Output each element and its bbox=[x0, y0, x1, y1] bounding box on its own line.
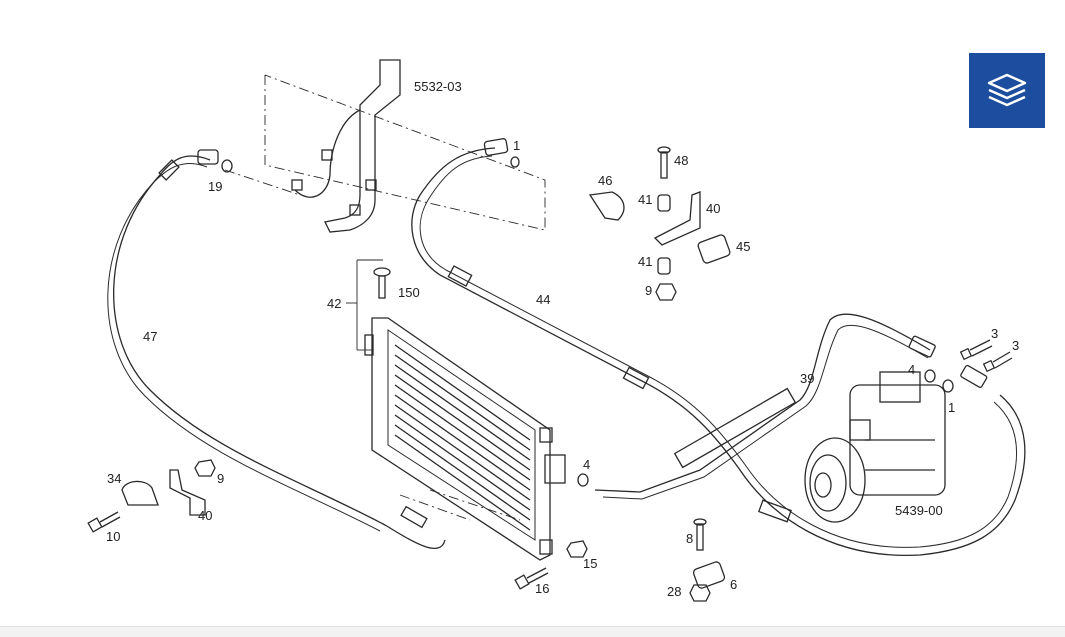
label-42: 42 bbox=[327, 296, 341, 311]
hose-39 bbox=[594, 313, 931, 493]
bolt-48 bbox=[657, 146, 671, 179]
condenser bbox=[364, 317, 566, 561]
hose-47 bbox=[113, 155, 446, 550]
bracket-40-bottom bbox=[169, 469, 206, 516]
fitting-19 bbox=[197, 149, 233, 173]
hose-39-sleeve bbox=[673, 387, 797, 469]
hose-44-sleeve-a bbox=[447, 265, 473, 287]
bracket-40-top bbox=[653, 191, 701, 246]
label-15: 15 bbox=[583, 556, 597, 571]
label-16: 16 bbox=[535, 581, 549, 596]
hose-47-sleeve-top bbox=[158, 159, 180, 181]
clip-6 bbox=[692, 561, 726, 589]
label-5439-00: 5439-00 bbox=[895, 503, 943, 518]
label-150: 150 bbox=[398, 285, 420, 300]
label-40-top: 40 bbox=[706, 201, 720, 216]
hose-47-fitting-end bbox=[400, 505, 428, 529]
label-41-top: 41 bbox=[638, 192, 652, 207]
bolt-16 bbox=[514, 567, 549, 590]
o-ring-1-right bbox=[942, 379, 954, 393]
label-48: 48 bbox=[674, 153, 688, 168]
clip-45 bbox=[697, 234, 731, 264]
label-3-right: 3 bbox=[1012, 338, 1019, 353]
layers-button[interactable] bbox=[969, 53, 1045, 128]
part-callouts: 5532-03 1 19 48 46 41 40 45 41 9 150 42 … bbox=[106, 79, 1019, 599]
clamp-34 bbox=[121, 480, 159, 506]
clamp-46 bbox=[588, 191, 625, 221]
label-6: 6 bbox=[730, 577, 737, 592]
o-ring-4-bottom bbox=[577, 473, 589, 487]
o-ring-4-top bbox=[924, 369, 936, 383]
label-41-bottom: 41 bbox=[638, 254, 652, 269]
nut-15 bbox=[566, 540, 588, 558]
hose-44-fitting bbox=[483, 138, 509, 156]
label-4-bottom: 4 bbox=[583, 457, 590, 472]
label-39: 39 bbox=[800, 371, 814, 386]
label-1-right: 1 bbox=[948, 400, 955, 415]
label-19: 19 bbox=[208, 179, 222, 194]
label-9-top: 9 bbox=[645, 283, 652, 298]
label-4-top: 4 bbox=[908, 362, 915, 377]
bolt-3-right bbox=[982, 351, 1013, 373]
bolt-3-left bbox=[959, 339, 993, 361]
nut-9-top bbox=[655, 283, 677, 301]
sleeve-41-b bbox=[657, 257, 671, 275]
assembly-guide-lines bbox=[224, 74, 546, 521]
nut-28 bbox=[689, 584, 711, 602]
nut-9-bottom bbox=[194, 459, 216, 477]
label-1-top: 1 bbox=[513, 138, 520, 153]
bolt-8 bbox=[693, 518, 707, 551]
bolt-150 bbox=[373, 267, 391, 299]
label-9-bottom: 9 bbox=[217, 471, 224, 486]
label-3-left: 3 bbox=[991, 326, 998, 341]
compressor-5439-00 bbox=[804, 371, 946, 523]
compressor-fitting bbox=[960, 364, 988, 388]
bottom-edge bbox=[0, 626, 1065, 637]
bracket-5532-03 bbox=[291, 59, 401, 233]
label-10: 10 bbox=[106, 529, 120, 544]
label-44: 44 bbox=[536, 292, 550, 307]
label-47: 47 bbox=[143, 329, 157, 344]
layers-icon bbox=[987, 73, 1027, 106]
hose-39-fitting bbox=[908, 335, 936, 358]
label-46: 46 bbox=[598, 173, 612, 188]
leader-lines bbox=[346, 259, 383, 351]
label-5532-03: 5532-03 bbox=[414, 79, 462, 94]
sleeve-41-a bbox=[657, 194, 671, 212]
label-45: 45 bbox=[736, 239, 750, 254]
label-34: 34 bbox=[107, 471, 121, 486]
hose-44-sleeve-c bbox=[758, 499, 792, 523]
label-40-bottom: 40 bbox=[198, 508, 212, 523]
label-28: 28 bbox=[667, 584, 681, 599]
label-8: 8 bbox=[686, 531, 693, 546]
bolt-10 bbox=[87, 511, 121, 533]
hose-44 bbox=[411, 147, 1026, 556]
hose-44-sleeve-b bbox=[622, 366, 650, 390]
